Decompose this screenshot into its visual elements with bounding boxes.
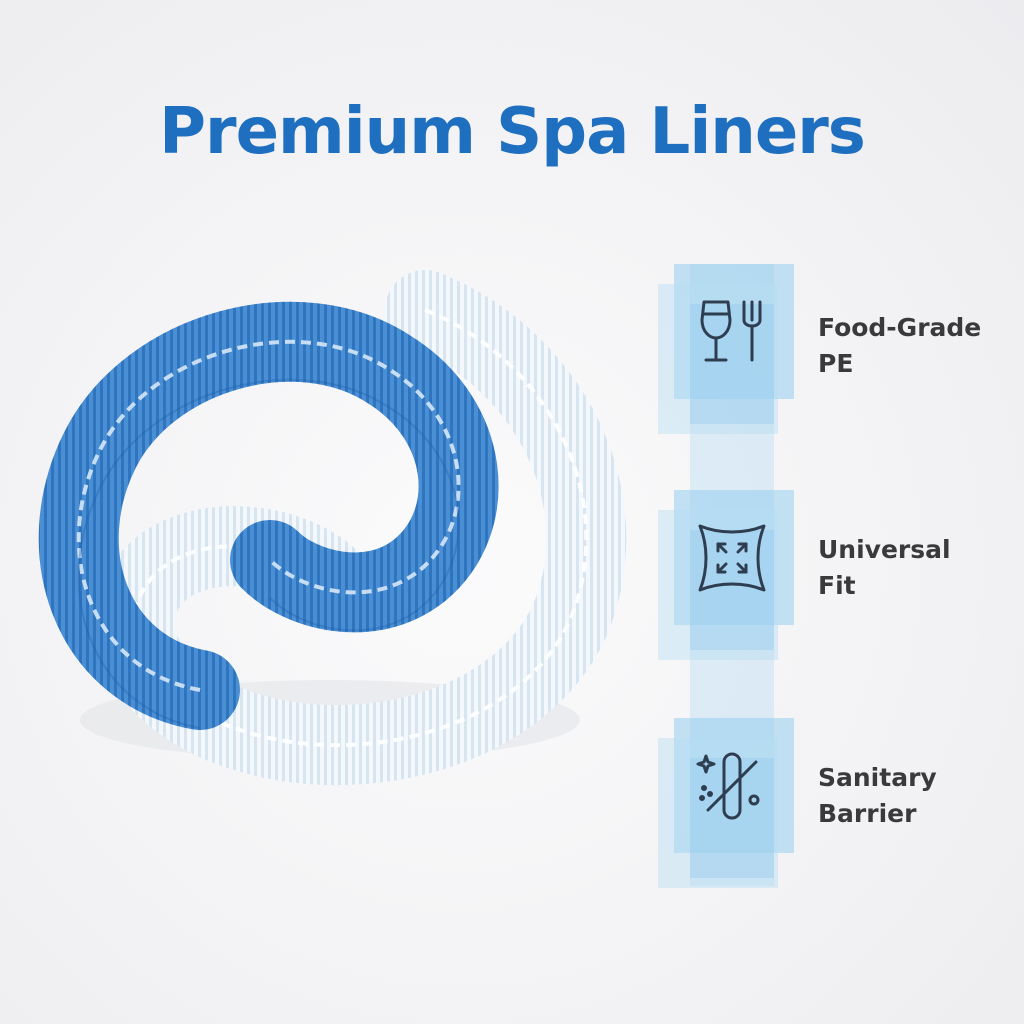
page-title: Premium Spa Liners: [159, 95, 866, 169]
feature-label-line2: Barrier: [818, 799, 917, 828]
feature-label-sanitary-barrier: Sanitary Barrier: [818, 760, 1018, 832]
feature-label-line1: Universal: [818, 535, 951, 564]
feature-label-line2: PE: [818, 349, 854, 378]
feature-label-line1: Food-Grade: [818, 313, 982, 342]
no-germs-icon: [696, 752, 760, 820]
feature-label-universal-fit: Universal Fit: [818, 532, 1018, 604]
feature-label-food-grade: Food-Grade PE: [818, 310, 1018, 382]
feature-tile-food-grade: [658, 264, 798, 444]
stretch-arrows-icon: [698, 524, 766, 592]
feature-label-line1: Sanitary: [818, 763, 937, 792]
spa-liners-image: [38, 270, 627, 786]
glass-fork-icon: [700, 300, 762, 362]
feature-label-line2: Fit: [818, 571, 856, 600]
feature-tile-universal-fit: [658, 490, 798, 670]
feature-tile-sanitary-barrier: [658, 718, 798, 898]
